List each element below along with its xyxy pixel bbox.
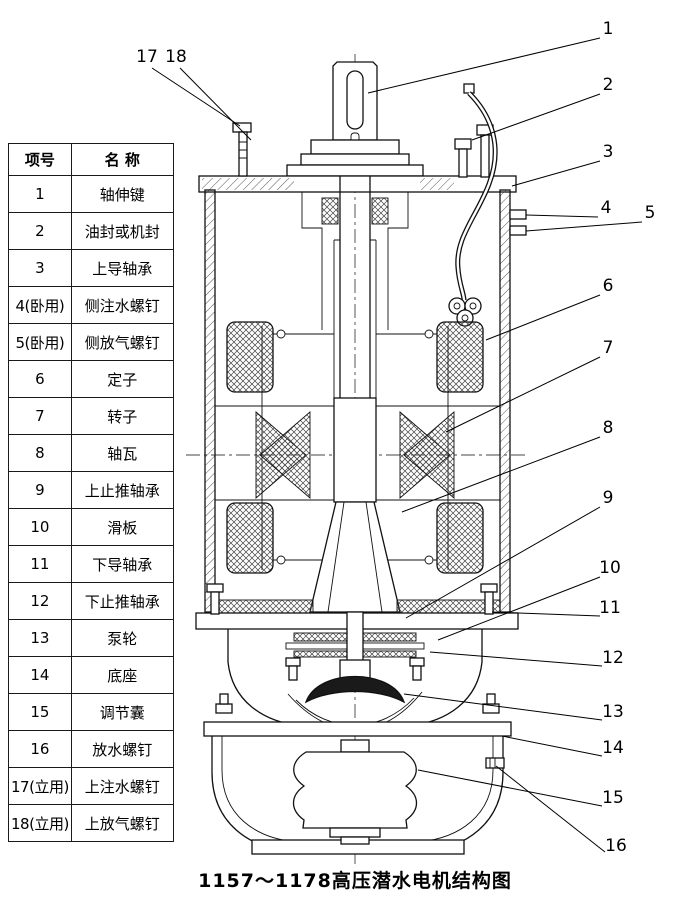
leader-line-10 xyxy=(437,576,601,641)
part-name-cell: 侧注水螺钉 xyxy=(70,286,174,324)
part-name-cell: 轴伸键 xyxy=(70,175,174,213)
leader-line-7 xyxy=(445,356,601,433)
part-name-cell: 上放气螺钉 xyxy=(70,804,174,842)
callout-15: 15 xyxy=(602,788,624,808)
side-water-screw xyxy=(509,209,527,220)
callout-8: 8 xyxy=(603,418,614,438)
leader-line-14 xyxy=(501,735,603,757)
callout-5: 5 xyxy=(645,203,656,223)
part-name-cell: 定子 xyxy=(70,360,174,398)
callout-9: 9 xyxy=(603,488,614,508)
callout-3: 3 xyxy=(603,142,614,162)
leader-line-12 xyxy=(429,651,603,667)
header-part-name: 名 称 xyxy=(70,143,174,176)
table-row: 17(立用)上注水螺钉 xyxy=(8,767,174,805)
callout-11: 11 xyxy=(599,598,621,618)
part-id-cell: 8 xyxy=(8,434,72,472)
part-name-cell: 上导轴承 xyxy=(70,249,174,287)
leader-line-8 xyxy=(401,436,601,513)
impeller xyxy=(304,676,406,704)
leader-line-18 xyxy=(179,67,252,141)
callout-7: 7 xyxy=(603,338,614,358)
leader-line-13 xyxy=(403,693,603,721)
part-id-cell: 1 xyxy=(8,175,72,213)
part-id-cell: 13 xyxy=(8,619,72,657)
part-name-cell: 转子 xyxy=(70,397,174,435)
stator-winding xyxy=(436,321,484,393)
part-id-cell: 6 xyxy=(8,360,72,398)
callout-labels: 1 2 3 4 5 6 7 8 9 10 11 12 13 14 15 16 1… xyxy=(136,19,655,856)
table-row: 4(卧用)侧注水螺钉 xyxy=(8,286,174,324)
leader-line-4 xyxy=(525,214,599,218)
part-id-cell: 7 xyxy=(8,397,72,435)
table-row: 18(立用)上放气螺钉 xyxy=(8,804,174,842)
leader-line-16 xyxy=(495,765,606,853)
figure-caption: 1157～1178高压潜水电机结构图 xyxy=(198,870,512,892)
callout-2: 2 xyxy=(603,75,614,95)
motor-body xyxy=(195,61,527,855)
part-name-cell: 油封或机封 xyxy=(70,212,174,250)
leader-line-6 xyxy=(485,294,601,341)
callout-14: 14 xyxy=(602,738,624,758)
header-part-id: 项号 xyxy=(8,143,72,176)
stator-winding xyxy=(226,502,274,574)
part-name-cell: 滑板 xyxy=(70,508,174,546)
leader-line-5 xyxy=(525,221,643,232)
leader-line-2 xyxy=(471,93,601,141)
cable-entry xyxy=(448,83,498,327)
callout-4: 4 xyxy=(601,198,612,218)
callout-17: 17 xyxy=(136,47,158,67)
adjusting-bladder xyxy=(292,739,418,845)
callout-13: 13 xyxy=(602,702,624,722)
callout-10: 10 xyxy=(599,558,621,578)
callout-6: 6 xyxy=(603,276,614,296)
part-name-cell: 泵轮 xyxy=(70,619,174,657)
leader-line-15 xyxy=(417,769,603,807)
rotor-end xyxy=(403,411,455,499)
stator-winding xyxy=(226,321,274,393)
callout-12: 12 xyxy=(602,648,624,668)
leader-line-9 xyxy=(405,506,601,619)
shaft-key xyxy=(346,70,364,130)
part-id-cell: 9 xyxy=(8,471,72,509)
table-row: 5(卧用)侧放气螺钉 xyxy=(8,323,174,361)
leader-line-17 xyxy=(151,67,241,127)
part-name-cell: 调节囊 xyxy=(70,693,174,731)
part-id-cell: 17(立用) xyxy=(8,767,72,805)
part-id-cell: 3 xyxy=(8,249,72,287)
callout-18: 18 xyxy=(165,47,187,67)
part-name-cell: 侧放气螺钉 xyxy=(70,323,174,361)
side-air-screw xyxy=(509,225,527,236)
drain-screw xyxy=(485,757,505,769)
leader-line-1 xyxy=(367,37,601,94)
casing-wall-right xyxy=(499,189,511,613)
stator-winding xyxy=(436,502,484,574)
part-id-cell: 11 xyxy=(8,545,72,583)
callout-1: 1 xyxy=(603,19,614,39)
part-name-cell: 下止推轴承 xyxy=(70,582,174,620)
part-id-cell: 18(立用) xyxy=(8,804,72,842)
callout-16: 16 xyxy=(605,836,627,856)
leader-line-11 xyxy=(491,611,601,617)
table-header-row: 项号 名 称 xyxy=(8,143,174,176)
leader-line-3 xyxy=(511,160,601,187)
part-id-cell: 10 xyxy=(8,508,72,546)
leader-lines xyxy=(151,37,643,853)
rotor-end xyxy=(259,411,311,499)
casing-wall-left xyxy=(204,189,216,613)
shaft-center xyxy=(333,397,377,503)
